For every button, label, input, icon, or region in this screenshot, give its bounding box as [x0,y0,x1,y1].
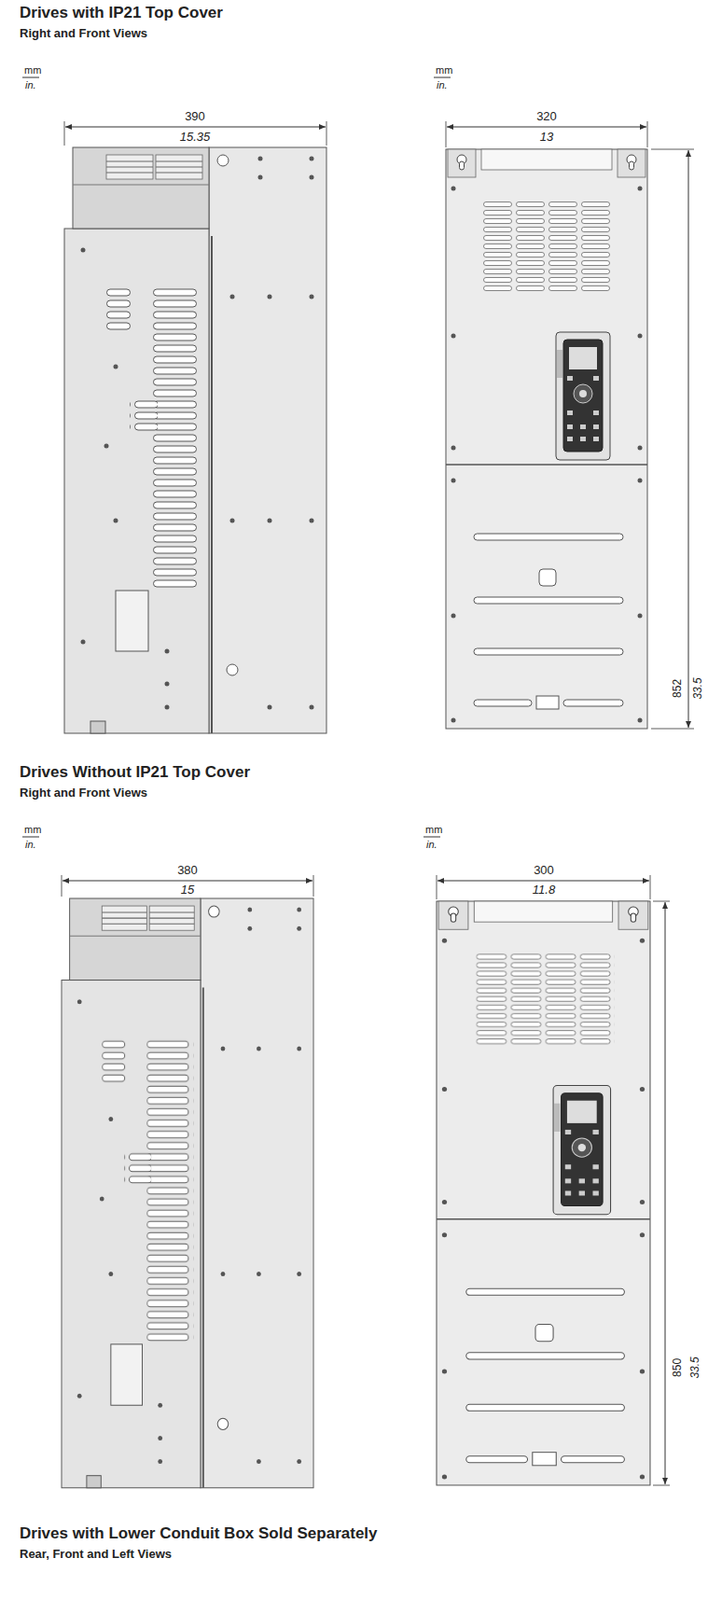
unit-label: mm [23,823,42,836]
section-heading: Drives with IP21 Top Cover [18,3,224,23]
dimension-value: 300 [532,863,556,878]
dimension-value: 320 [535,110,558,125]
unit-label: mm [424,823,444,836]
dimension-value: 33.5 [692,676,706,700]
view-subheading: Rear, Front and Left Views [18,1547,173,1562]
section-heading: Drives with Lower Conduit Box Sold Separ… [18,1524,379,1543]
unit-label: mm [23,64,42,77]
dimension-value: 390 [183,110,207,125]
unit-label: in. [435,79,449,92]
dimension-value: 15 [180,883,195,898]
unit-label: in. [24,838,38,851]
dimension-value: 15.35 [179,130,212,145]
dimension-value: 852 [671,678,685,699]
unit-label: mm [434,64,454,77]
view-subheading: Right and Front Views [18,786,149,801]
section-heading: Drives Without IP21 Top Cover [18,763,251,782]
dimension-value: 33.5 [689,1355,703,1379]
dimension-value: 13 [539,130,555,145]
view-subheading: Right and Front Views [18,27,149,42]
dimension-value: 11.8 [531,883,556,898]
dimension-value: 850 [671,1357,685,1378]
unit-label: in. [24,79,38,92]
dimension-value: 380 [176,863,199,878]
unit-label: in. [425,838,439,851]
